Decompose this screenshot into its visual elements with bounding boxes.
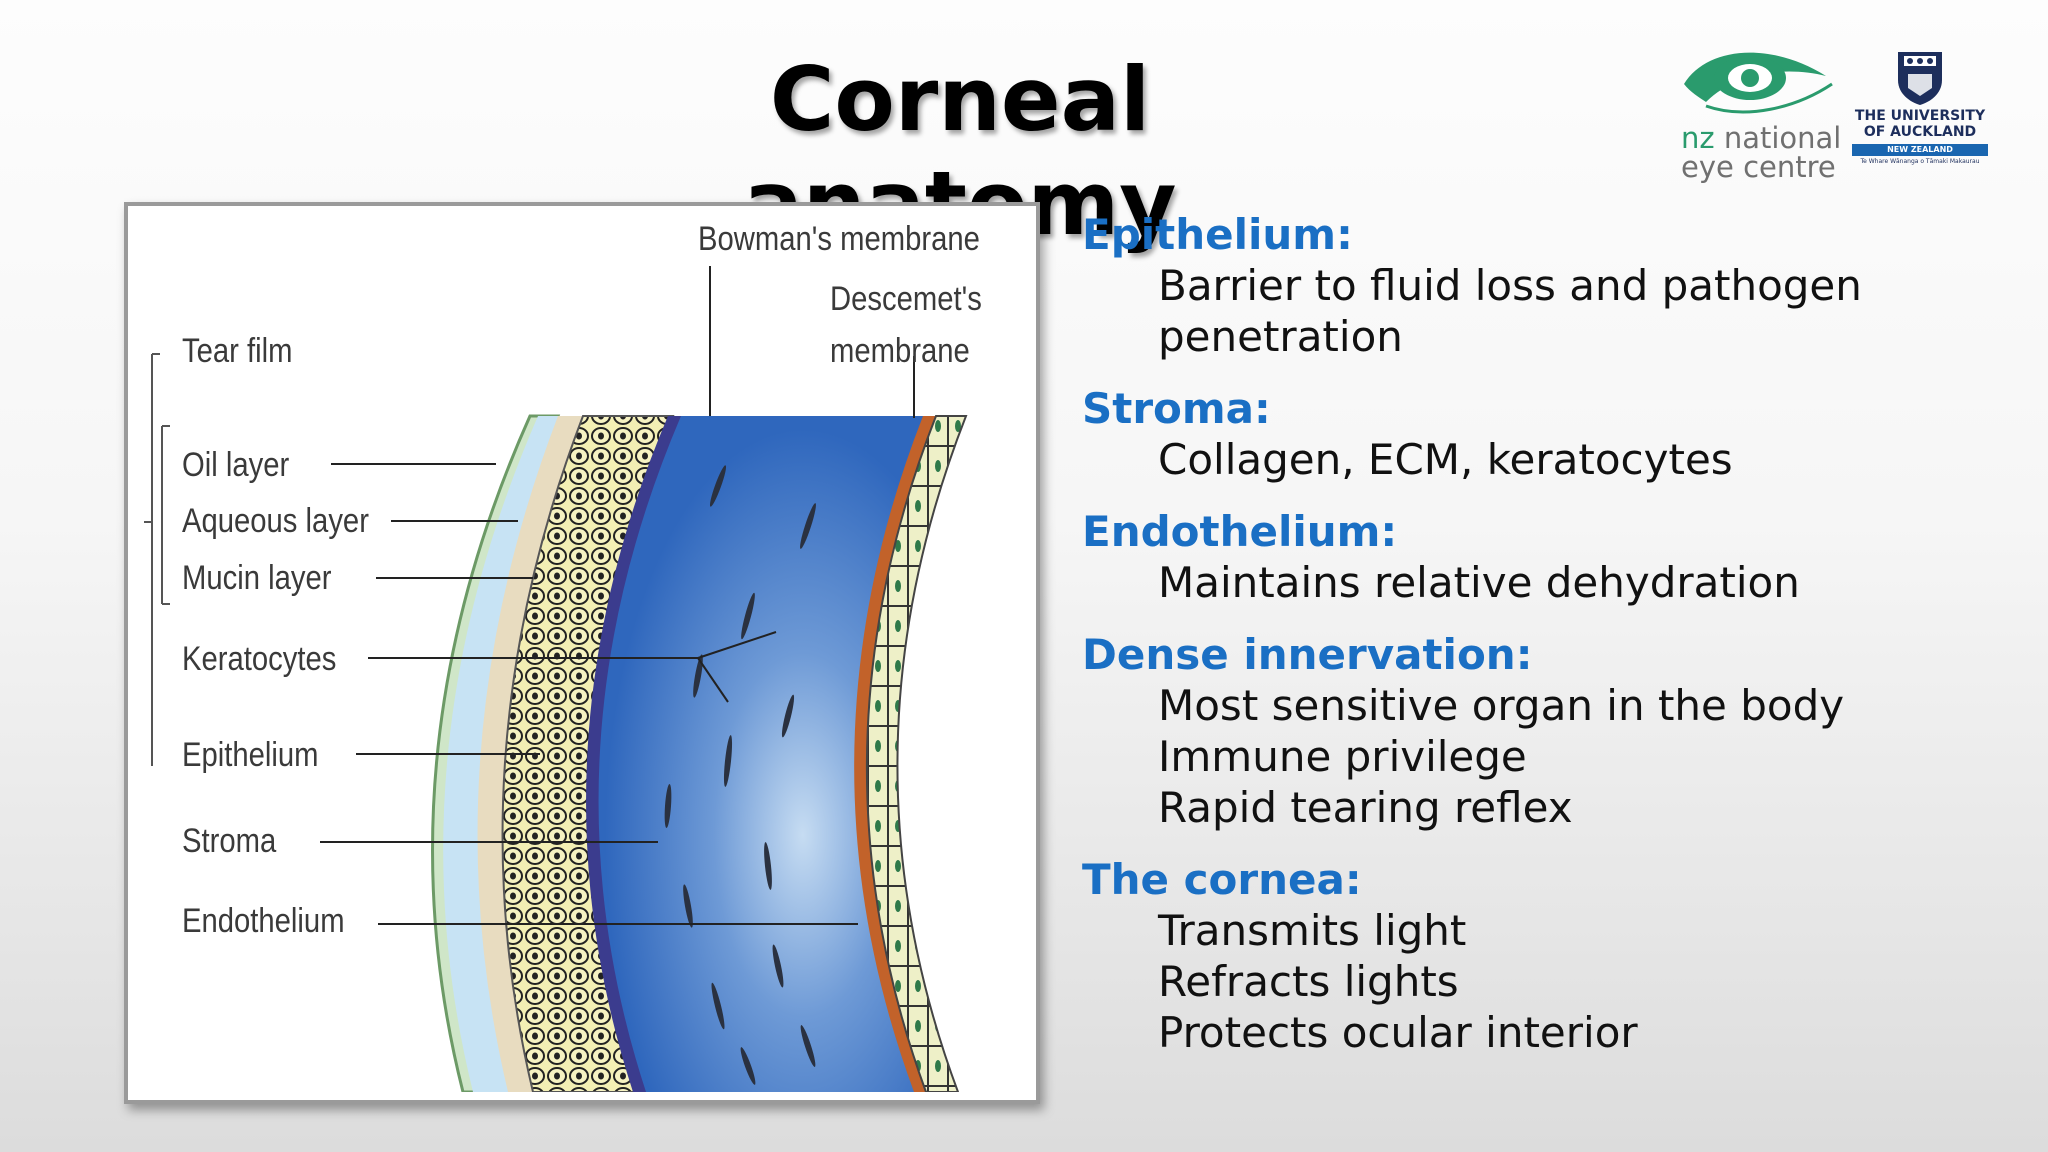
cornea-cross-section (144, 266, 968, 1092)
section-heading: Endothelium: (1082, 507, 1398, 556)
section-item: Maintains relative dehydration (1158, 558, 1800, 607)
label-oil-layer: Oil layer (182, 446, 290, 484)
section-item: Barrier to fluid loss and pathogen (1158, 261, 1862, 310)
label-epithelium: Epithelium (182, 736, 319, 774)
section-endothelium: Endothelium: Maintains relative dehydrat… (1082, 507, 2022, 608)
section-heading: Dense innervation: (1082, 630, 1533, 679)
label-bowmans-membrane: Bowman's membrane (698, 220, 980, 258)
section-dense-innervation: Dense innervation: Most sensitive organ … (1082, 630, 2022, 833)
label-descemets-membrane-line1: Descemet's (830, 280, 982, 318)
label-aqueous-layer: Aqueous layer (182, 502, 369, 540)
section-item: Immune privilege (1158, 732, 1527, 781)
section-item: Most sensitive organ in the body (1158, 681, 1845, 730)
label-tear-film: Tear film (182, 332, 293, 370)
crest-icon (1898, 52, 1942, 105)
uoa-wordmark: THE UNIVERSITY OF AUCKLAND (1854, 108, 1986, 140)
uoa-motto: Te Whare Wānanga o Tāmaki Makaurau (1860, 158, 1980, 165)
section-item: Transmits light (1158, 906, 1467, 955)
label-stroma: Stroma (182, 822, 277, 860)
section-item: Refracts lights (1158, 957, 1459, 1006)
eye-logo-icon (1684, 52, 1833, 114)
section-item: Collagen, ECM, keratocytes (1158, 435, 1733, 484)
section-heading: Stroma: (1082, 384, 1271, 433)
section-epithelium: Epithelium: Barrier to fluid loss and pa… (1082, 210, 2022, 362)
section-item: Protects ocular interior (1158, 1008, 1638, 1057)
label-mucin-layer: Mucin layer (182, 559, 332, 597)
section-stroma: Stroma: Collagen, ECM, keratocytes (1082, 384, 2022, 485)
cornea-diagram: Bowman's membrane Descemet's membrane Te… (124, 202, 1040, 1104)
label-endothelium: Endothelium (182, 902, 345, 940)
university-of-auckland-logo: THE UNIVERSITY OF AUCKLAND NEW ZEALAND T… (1848, 48, 1992, 176)
uoa-band: NEW ZEALAND (1852, 144, 1988, 156)
section-heading: Epithelium: (1082, 210, 1353, 259)
section-the-cornea: The cornea: Transmits light Refracts lig… (1082, 855, 2022, 1058)
nec-wordmark: nz national eye centre (1681, 121, 1842, 184)
label-descemets-membrane-line2: membrane (830, 332, 970, 370)
nz-national-eye-centre-logo: nz national eye centre (1676, 36, 1841, 186)
section-heading: The cornea: (1082, 855, 1362, 904)
label-keratocytes: Keratocytes (182, 640, 337, 678)
section-item: penetration (1158, 312, 1403, 361)
section-item: Rapid tearing reflex (1158, 783, 1573, 832)
slide-content: Epithelium: Barrier to fluid loss and pa… (1082, 210, 2022, 1080)
